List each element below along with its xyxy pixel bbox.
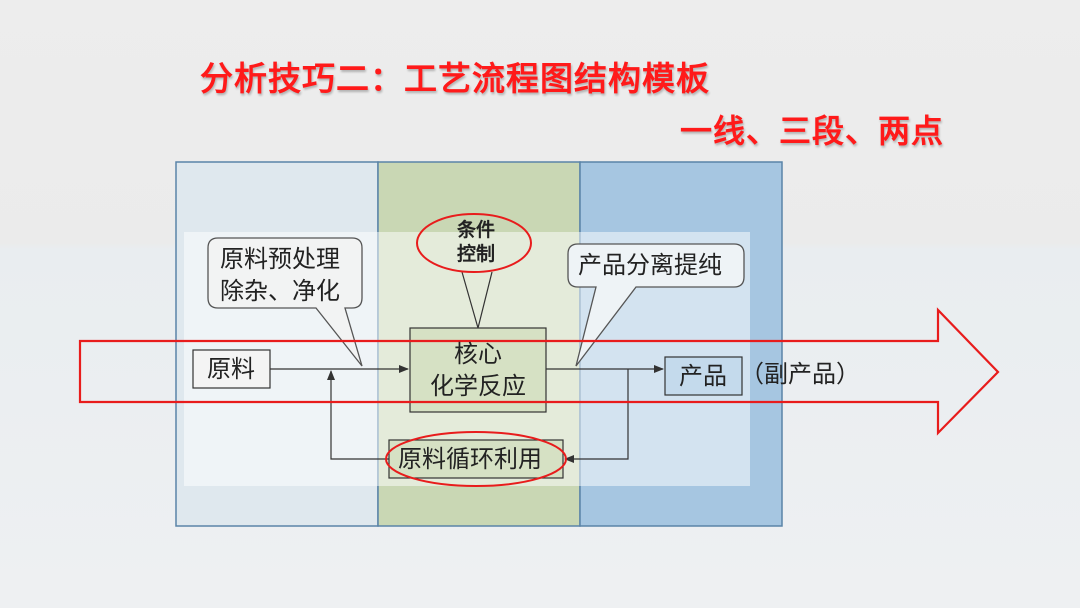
recycle-label: 原料循环利用 — [398, 445, 542, 473]
recycle-return-arrow — [327, 370, 389, 460]
pretreatment-callout — [207, 237, 363, 367]
main-line-arrow — [78, 307, 1000, 436]
condition-highlight-circle — [416, 213, 532, 273]
pretreatment-label-line2: 除杂、净化 — [220, 277, 340, 305]
slide-subtitle: 一线、三段、两点 — [680, 112, 945, 150]
slide-title: 分析技巧二：工艺流程图结构模板 — [200, 59, 710, 98]
condition-pointer — [477, 271, 493, 329]
separation-callout — [567, 243, 745, 367]
raw-material-label: 原料 — [207, 355, 255, 383]
core-reaction-label-line2: 化学反应 — [430, 372, 526, 400]
pretreatment-label-line1: 原料预处理 — [220, 245, 340, 273]
condition-pointer — [461, 271, 479, 329]
recycle-highlight-circle — [385, 431, 567, 487]
condition-label-line2: 控制 — [456, 243, 495, 265]
product-box — [664, 356, 743, 396]
raw-material-box — [192, 349, 271, 389]
separation-label: 产品分离提纯 — [578, 251, 722, 279]
recycle-box — [388, 439, 564, 479]
condition-label-line1: 条件 — [456, 219, 495, 241]
byproduct-label: （副产品） — [740, 360, 860, 388]
recycle-arrow — [564, 369, 629, 463]
core-reaction-label-line1: 核心 — [454, 340, 502, 368]
product-label: 产品 — [679, 362, 727, 390]
